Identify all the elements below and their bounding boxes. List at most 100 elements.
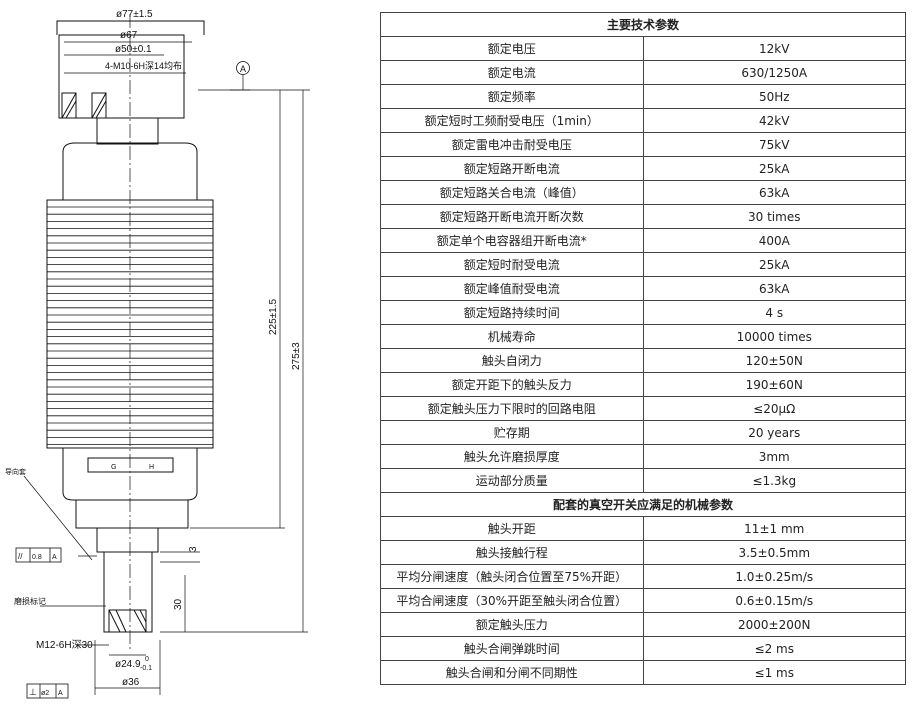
datum-a-symbol <box>236 61 250 75</box>
section-title: 主要技术参数 <box>380 12 906 37</box>
parameter-value: ≤1 ms <box>642 660 906 685</box>
table-section-header: 配套的真空开关应满足的机械参数 <box>380 492 906 517</box>
parameter-name: 额定电流 <box>380 60 644 85</box>
perpendicularity-symbol: ⊥ <box>29 687 37 697</box>
parameter-name: 触头合闸和分闸不同期性 <box>380 660 644 685</box>
drawing-outline <box>46 14 214 650</box>
parameter-name: 额定雷电冲击耐受电压 <box>380 132 644 157</box>
parameter-name: 额定单个电容器组开断电流* <box>380 228 644 253</box>
parameter-name: 触头开距 <box>380 516 644 541</box>
parameter-value: 3.5±0.5mm <box>642 540 906 565</box>
parameter-name: 机械寿命 <box>380 324 644 349</box>
parameter-name: 平均合闸速度（30%开距至触头闭合位置） <box>380 588 644 613</box>
parameter-name: 平均分闸速度（触头闭合位置至75%开距） <box>380 564 644 589</box>
parallelism-symbol: // <box>18 552 23 561</box>
parameter-value: 0.6±0.15m/s <box>642 588 906 613</box>
parameter-value: 120±50N <box>642 348 906 373</box>
parameter-name: 触头自闭力 <box>380 348 644 373</box>
parameter-name: 额定短路持续时间 <box>380 300 644 325</box>
parameter-value: 25kA <box>642 156 906 181</box>
parameter-value: 10000 times <box>642 324 906 349</box>
dim-h275: 275±3 <box>291 342 302 370</box>
dim-thread-top: 4-M10-6H深14均布 <box>105 60 182 71</box>
parameter-value: 50Hz <box>642 84 906 109</box>
datum-a-label: A <box>240 64 246 74</box>
dim-d24: ø24.9 <box>115 659 141 670</box>
parameter-name: 额定触头压力 <box>380 612 644 637</box>
parameter-value: 11±1 mm <box>642 516 906 541</box>
parameter-value: 2000±200N <box>642 612 906 637</box>
table-row: 额定触头压力下限时的回路电阻≤20μΩ <box>380 396 906 421</box>
parameter-value: 42kV <box>642 108 906 133</box>
dim-h225: 225±1.5 <box>268 298 279 335</box>
table-row: 触头合闸弹跳时间≤2 ms <box>380 636 906 661</box>
parallelism-frame: // 0.8 A <box>15 547 62 563</box>
parameter-name: 额定短时工频耐受电压（1min） <box>380 108 644 133</box>
dimension-lines <box>23 20 310 695</box>
table-row: 额定单个电容器组开断电流*400A <box>380 228 906 253</box>
parameter-name: 额定短路开断电流 <box>380 156 644 181</box>
parameter-name: 贮存期 <box>380 420 644 445</box>
parameter-name: 额定短路开断电流开断次数 <box>380 204 644 229</box>
parameter-name: 额定频率 <box>380 84 644 109</box>
perpendicularity-frame: ⊥ ø2 A <box>26 683 69 699</box>
parameter-value: 63kA <box>642 276 906 301</box>
parameter-name: 运动部分质量 <box>380 468 644 493</box>
parameter-value: 3mm <box>642 444 906 469</box>
dim-d24-tol: -0.1 <box>140 665 152 672</box>
dim-d77: ø77±1.5 <box>116 9 153 20</box>
dim-3: 3 <box>188 546 199 552</box>
bellows-ribs <box>47 206 213 446</box>
dim-d36: ø36 <box>122 677 140 688</box>
table-row: 触头合闸和分闸不同期性≤1 ms <box>380 660 906 685</box>
label-wear-mark: 磨损标记 <box>14 596 46 606</box>
perpendicularity-ref: A <box>58 690 63 697</box>
section-title: 配套的真空开关应满足的机械参数 <box>380 492 906 517</box>
parameter-name: 额定电压 <box>380 36 644 61</box>
table-section-header: 主要技术参数 <box>380 12 906 37</box>
table-row: 平均合闸速度（30%开距至触头闭合位置）0.6±0.15m/s <box>380 588 906 613</box>
mark-right: H <box>149 464 154 471</box>
parallelism-value: 0.8 <box>32 554 42 561</box>
interrupter-drawing: A ø77±1.5 ø67 ø50±0.1 4-M10-6H深14均布 225±… <box>5 9 310 699</box>
parameter-name: 额定峰值耐受电流 <box>380 276 644 301</box>
parameter-name: 触头允许磨损厚度 <box>380 444 644 469</box>
parameter-name: 额定开距下的触头反力 <box>380 372 644 397</box>
parameter-value: 1.0±0.25m/s <box>642 564 906 589</box>
parameter-value: ≤20μΩ <box>642 396 906 421</box>
perpendicularity-value: ø2 <box>41 690 49 697</box>
parameter-value: 20 years <box>642 420 906 445</box>
parameter-value: ≤2 ms <box>642 636 906 661</box>
parameter-value: ≤1.3kg <box>642 468 906 493</box>
label-guide-sleeve: 导向套 <box>5 467 26 476</box>
parameter-name: 额定短时耐受电流 <box>380 252 644 277</box>
parameter-value: 75kV <box>642 132 906 157</box>
table-row: 额定短时工频耐受电压（1min）42kV <box>380 108 906 133</box>
parameter-value: 30 times <box>642 204 906 229</box>
dim-30: 30 <box>173 598 184 610</box>
parameter-value: 400A <box>642 228 906 253</box>
table-row: 平均分闸速度（触头闭合位置至75%开距）1.0±0.25m/s <box>380 564 906 589</box>
table-row: 额定短路关合电流（峰值）63kA <box>380 180 906 205</box>
dim-d50: ø50±0.1 <box>115 44 152 55</box>
dim-d67: ø67 <box>120 30 138 41</box>
